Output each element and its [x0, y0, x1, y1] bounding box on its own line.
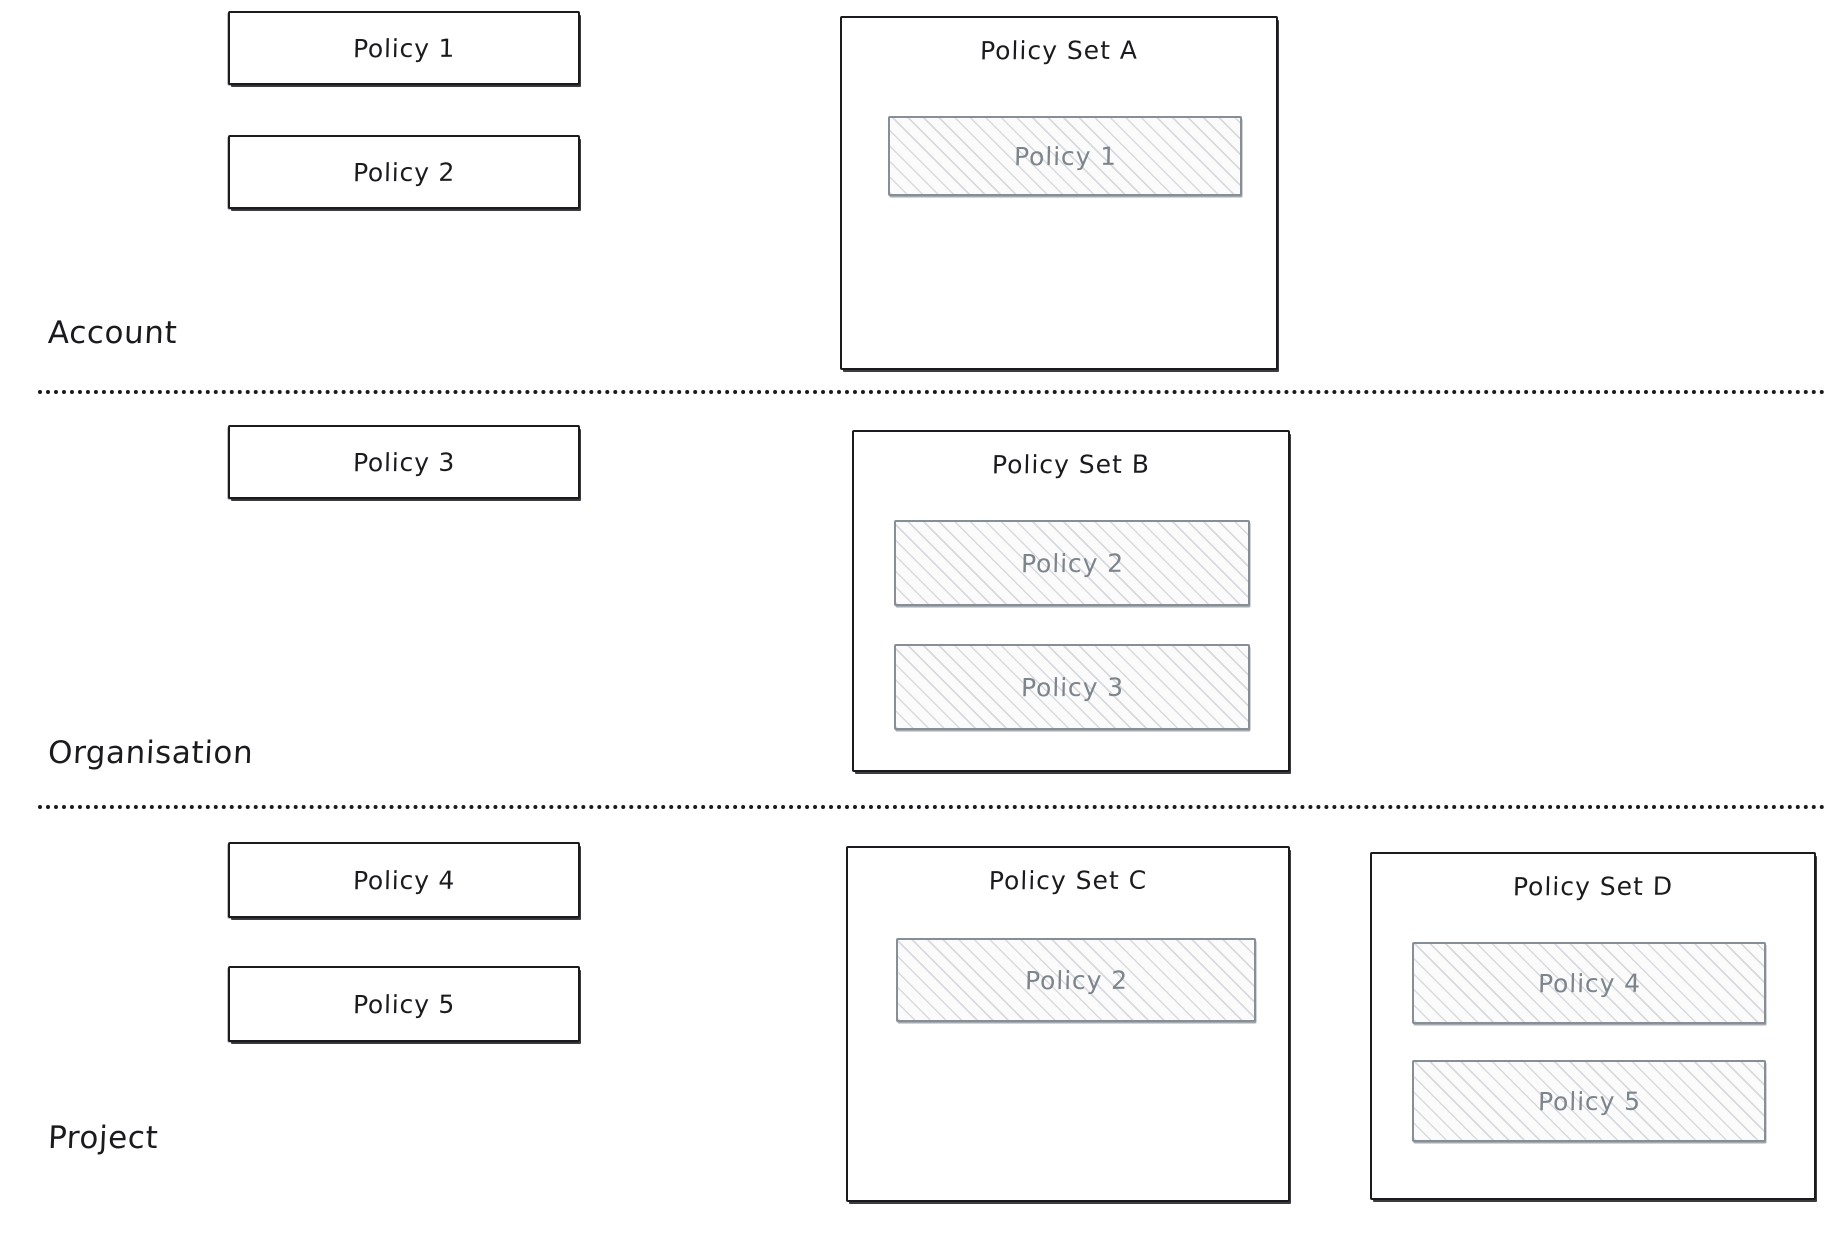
policy-chip-label: Policy 4: [1537, 968, 1641, 998]
policy-box-policy-3[interactable]: Policy 3: [228, 425, 580, 499]
policy-set-d[interactable]: Policy Set D Policy 4 Policy 5: [1370, 852, 1816, 1200]
tier-label-account: Account: [47, 315, 179, 351]
policy-box-label: Policy 3: [352, 447, 456, 477]
policy-set-a[interactable]: Policy Set A Policy 1: [840, 16, 1278, 370]
policy-box-label: Policy 4: [352, 865, 456, 895]
policy-set-b[interactable]: Policy Set B Policy 2 Policy 3: [852, 430, 1290, 772]
policy-box-label: Policy 2: [352, 157, 456, 187]
policy-chip-policy-3[interactable]: Policy 3: [894, 644, 1250, 730]
policy-box-policy-1[interactable]: Policy 1: [228, 11, 580, 85]
tier-label-organisation: Organisation: [47, 735, 255, 771]
policy-chip-policy-5[interactable]: Policy 5: [1412, 1060, 1766, 1142]
policy-box-policy-4[interactable]: Policy 4: [228, 842, 580, 918]
tier-label-project: Project: [47, 1120, 160, 1156]
policy-box-label: Policy 1: [352, 33, 456, 63]
policy-set-title: Policy Set C: [988, 865, 1148, 896]
policy-set-title: Policy Set A: [979, 35, 1139, 66]
policy-chip-policy-4[interactable]: Policy 4: [1412, 942, 1766, 1024]
policy-chip-label: Policy 5: [1537, 1086, 1641, 1116]
policy-set-c[interactable]: Policy Set C Policy 2: [846, 846, 1290, 1202]
policy-chip-label: Policy 1: [1013, 141, 1117, 171]
policy-box-policy-2[interactable]: Policy 2: [228, 135, 580, 209]
policy-chip-policy-2[interactable]: Policy 2: [896, 938, 1256, 1022]
policy-chip-label: Policy 2: [1024, 965, 1128, 995]
policy-set-title: Policy Set B: [991, 449, 1151, 480]
policy-chip-policy-1[interactable]: Policy 1: [888, 116, 1242, 196]
policy-chip-label: Policy 3: [1020, 672, 1124, 702]
tier-divider-organisation-project: [38, 805, 1826, 809]
policy-set-title: Policy Set D: [1512, 871, 1674, 902]
policy-box-label: Policy 5: [352, 989, 456, 1019]
policy-chip-policy-2[interactable]: Policy 2: [894, 520, 1250, 606]
policy-box-policy-5[interactable]: Policy 5: [228, 966, 580, 1042]
policy-chip-label: Policy 2: [1020, 548, 1124, 578]
tier-divider-account-organisation: [38, 390, 1826, 394]
